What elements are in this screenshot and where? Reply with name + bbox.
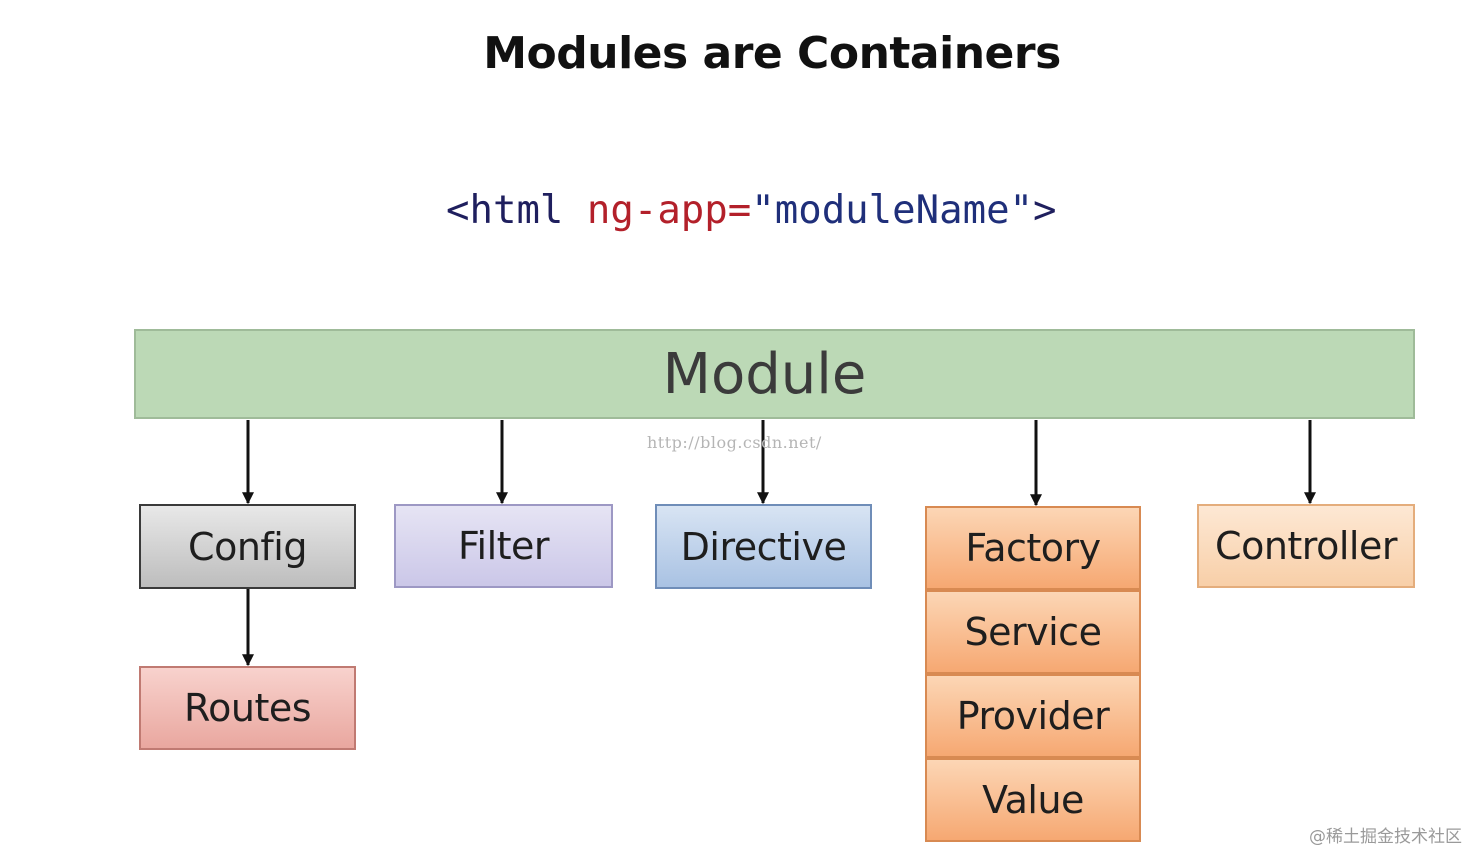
page-title: Modules are Containers <box>483 28 1061 79</box>
filter-label: Filter <box>457 524 550 568</box>
routes-box: Routes <box>139 666 356 750</box>
code-attribute: ng-app= <box>586 188 752 233</box>
config-box: Config <box>139 504 356 589</box>
code-snippet: <html ng-app="moduleName"> <box>446 188 1057 233</box>
code-close: > <box>1033 188 1057 233</box>
url-watermark: http://blog.csdn.net/ <box>647 433 822 452</box>
module-label: Module <box>662 341 867 407</box>
directive-box: Directive <box>655 504 872 589</box>
module-bar: Module <box>134 329 1415 419</box>
directive-label: Directive <box>680 524 847 569</box>
controller-label: Controller <box>1215 524 1397 568</box>
provider-label: Provider <box>956 694 1110 738</box>
config-label: Config <box>188 524 307 569</box>
provider-box: Provider <box>925 674 1141 758</box>
service-box: Service <box>925 590 1141 674</box>
service-label: Service <box>964 610 1102 654</box>
code-open-tag: <html <box>446 188 564 233</box>
value-box: Value <box>925 758 1141 842</box>
filter-box: Filter <box>394 504 613 588</box>
controller-box: Controller <box>1197 504 1415 588</box>
factory-label: Factory <box>965 526 1101 570</box>
code-value: "moduleName" <box>751 188 1034 233</box>
value-label: Value <box>982 778 1084 822</box>
routes-label: Routes <box>183 686 312 730</box>
corner-watermark: @稀土掘金技术社区 <box>1309 827 1462 847</box>
factory-box: Factory <box>925 506 1141 590</box>
